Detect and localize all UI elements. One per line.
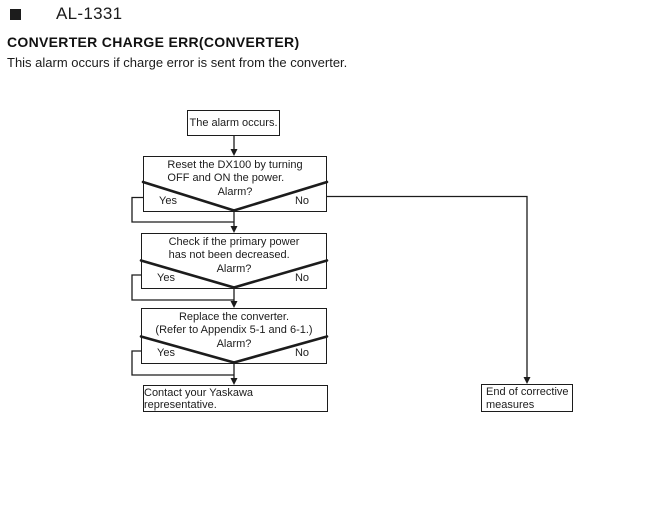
flow-contact-box: Contact your Yaskawa representative. bbox=[143, 385, 328, 412]
decision-vee-step1 bbox=[139, 259, 329, 289]
alarm-code: AL-1331 bbox=[56, 4, 123, 23]
no-line-step0-to-end bbox=[327, 195, 528, 377]
arrowhead-step1-to-step2 bbox=[230, 301, 238, 308]
no-branch-label: No bbox=[294, 195, 309, 207]
no-branch-label: No bbox=[294, 272, 309, 284]
decision-question: Alarm? bbox=[217, 186, 253, 198]
arrowhead-step2-to-contact bbox=[230, 378, 238, 385]
yes-branch-label: Yes bbox=[157, 347, 175, 359]
decision-vee-step2 bbox=[139, 335, 329, 364]
flow-start-box: The alarm occurs. bbox=[187, 110, 280, 136]
decision-question: Alarm? bbox=[216, 338, 252, 350]
arrowhead-start-to-step0 bbox=[230, 149, 238, 156]
yes-branch-label: Yes bbox=[159, 195, 177, 207]
no-branch-label: No bbox=[294, 347, 309, 359]
step-line2: OFF and ON the power. bbox=[167, 172, 285, 184]
step-action-text: Reset the DX100 by turning OFF and ON th… bbox=[144, 159, 326, 185]
arrowhead-step0-to-step1 bbox=[230, 226, 238, 233]
step-line2: has not been decreased. bbox=[168, 249, 290, 261]
end-line2: measures bbox=[486, 399, 535, 411]
yes-loop-step2 bbox=[131, 350, 234, 376]
step-line1: Check if the primary power bbox=[168, 236, 300, 248]
step-line2: (Refer to Appendix 5-1 and 6-1.) bbox=[155, 324, 313, 336]
yes-branch-label: Yes bbox=[157, 272, 175, 284]
section-bullet-icon bbox=[10, 9, 21, 20]
decision-question: Alarm? bbox=[216, 263, 252, 275]
arrowhead-no-to-end bbox=[523, 377, 531, 384]
yes-loop-step0 bbox=[131, 196, 234, 223]
flow-step-reset-power: Reset the DX100 by turning OFF and ON th… bbox=[143, 156, 327, 212]
page-title: CONVERTER CHARGE ERR(CONVERTER) bbox=[7, 34, 300, 50]
end-line1: End of corrective bbox=[486, 386, 569, 398]
flow-contact-label: Contact your Yaskawa representative. bbox=[144, 386, 254, 411]
step-action-text: Check if the primary power has not been … bbox=[142, 236, 326, 262]
step-action-text: Replace the converter. (Refer to Appendi… bbox=[142, 311, 326, 337]
yes-loop-step1 bbox=[131, 274, 234, 301]
flow-end-box: End of corrective measures bbox=[481, 384, 573, 412]
step-line1: Replace the converter. bbox=[178, 311, 290, 323]
decision-vee-step0 bbox=[141, 180, 329, 212]
flow-step-replace-converter: Replace the converter. (Refer to Appendi… bbox=[141, 308, 327, 364]
flow-start-label: The alarm occurs. bbox=[189, 117, 278, 129]
flow-step-check-primary-power: Check if the primary power has not been … bbox=[141, 233, 327, 289]
step-line1: Reset the DX100 by turning bbox=[167, 159, 303, 171]
page-description: This alarm occurs if charge error is sen… bbox=[7, 55, 348, 70]
